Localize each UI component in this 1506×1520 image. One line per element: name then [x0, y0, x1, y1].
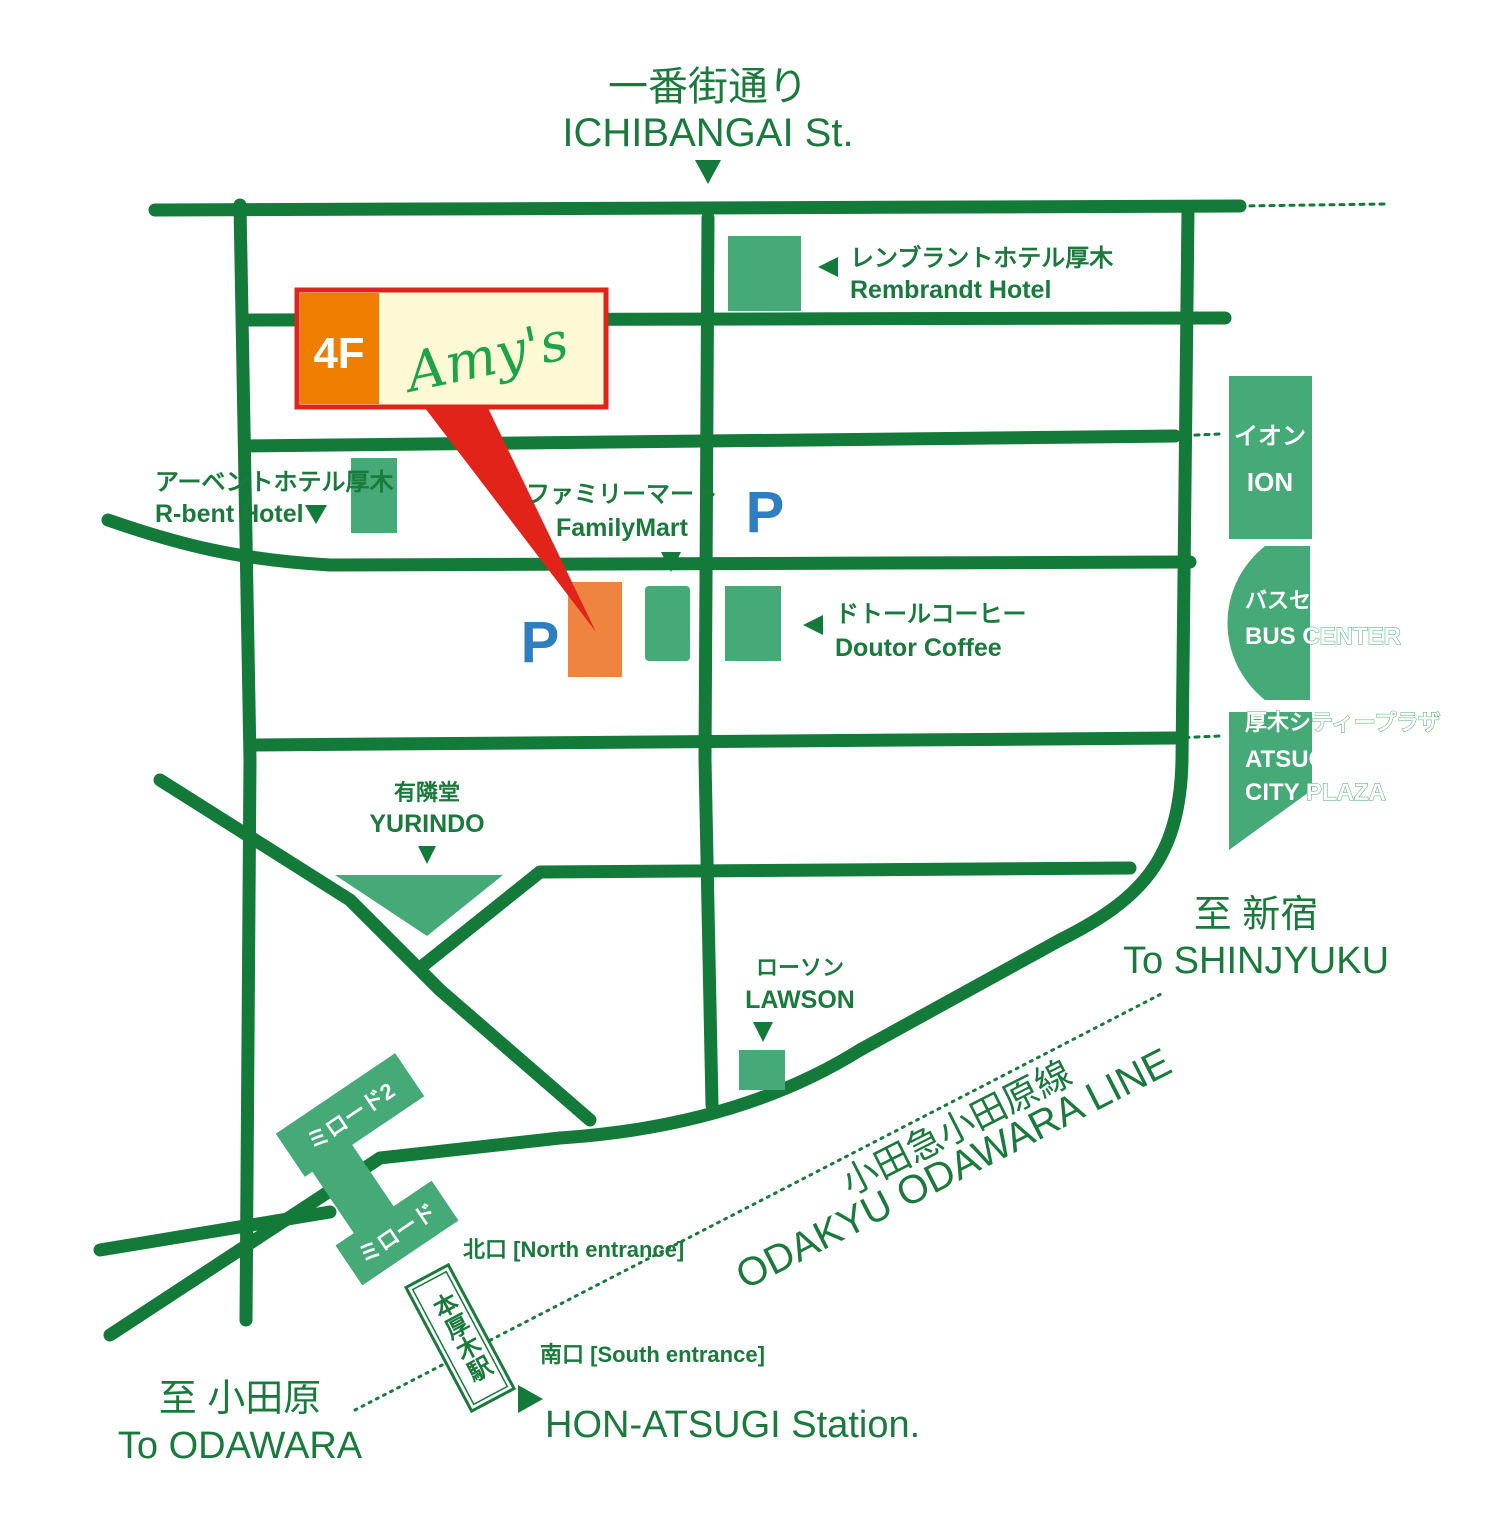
road-diagonal-right — [103, 933, 1067, 1342]
yurindo-label-en: YURINDO — [369, 810, 484, 838]
road-5-extension — [1173, 734, 1222, 740]
bus-center-label-ja: バスセンター — [1245, 588, 1377, 613]
hon-atsugi-pointer-icon — [518, 1385, 543, 1413]
yurindo-building — [335, 875, 503, 936]
yurindo-label-ja: 有隣堂 — [394, 780, 460, 805]
ion-label-en: ION — [1247, 467, 1293, 497]
doutor-label-ja: ドトールコーヒー — [835, 601, 1027, 628]
amys-floor-badge — [300, 293, 379, 404]
hon-atsugi-label: HON-ATSUGI Station. — [545, 1404, 920, 1446]
doutor-pointer-icon — [803, 615, 823, 635]
station-box: 本厚木駅 — [403, 1262, 517, 1414]
direction-shinjuku-en: To SHINJYUKU — [1123, 940, 1389, 982]
road-diagonal-left — [153, 773, 597, 1127]
roads — [93, 198, 1387, 1342]
street-pointer-icon — [695, 160, 721, 184]
direction-odawara-en: To ODAWARA — [118, 1425, 363, 1467]
rbent-pointer-icon — [305, 505, 327, 524]
rbent-label-en: R-bent Hotel — [155, 500, 304, 528]
familymart-pointer-icon — [661, 552, 681, 572]
familymart-building — [645, 586, 690, 661]
road-top-extension — [1238, 202, 1387, 208]
lawson-pointer-icon — [753, 1022, 773, 1042]
road-miroad-cross — [93, 1205, 337, 1257]
street-name-ja: 一番街通り — [608, 65, 808, 109]
familymart-label-en: FamilyMart — [556, 514, 689, 542]
yurindo-pointer-icon — [418, 846, 436, 864]
lawson-label-en: LAWSON — [745, 986, 855, 1014]
road-center-vertical — [698, 211, 719, 1112]
road-4 — [101, 513, 1197, 572]
road-top — [148, 199, 1247, 217]
city-plaza-label-ja: 厚木シティープラザ — [1245, 710, 1440, 735]
rbent-label-ja: アーベントホテル厚木 — [155, 469, 395, 496]
lawson-label-ja: ローソン — [756, 955, 844, 980]
south-entrance-label: 南口 [South entrance] — [540, 1342, 765, 1367]
ion-building — [1229, 376, 1312, 539]
bus-center-building — [1227, 546, 1310, 700]
road-5 — [248, 731, 1182, 752]
road-left-vertical — [233, 198, 257, 1327]
city-plaza-building — [1229, 712, 1312, 850]
bus-center-label-en: BUS CENTER — [1245, 623, 1401, 650]
rbent-hotel-building — [351, 458, 397, 533]
direction-odawara-ja: 至 小田原 — [159, 1378, 322, 1420]
north-entrance-label: 北口 [North entrance] — [463, 1237, 684, 1262]
lawson-building — [739, 1050, 785, 1090]
parking-symbol-north: P — [746, 480, 785, 545]
buildings — [335, 236, 1312, 1090]
rembrandt-label-ja: レンブラントホテル厚木 — [850, 244, 1114, 272]
road-right-vertical — [1053, 203, 1195, 947]
rembrandt-pointer-icon — [818, 257, 838, 277]
city-plaza-label-en-2: CITY PLAZA — [1245, 779, 1386, 806]
road-lower-curve — [413, 861, 1137, 975]
amys-floor-label: 4F — [313, 329, 364, 378]
miroad-connector — [310, 1142, 400, 1242]
rembrandt-label-en: Rembrandt Hotel — [850, 276, 1051, 304]
rembrandt-hotel-building — [728, 236, 801, 311]
road-3-extension — [1173, 432, 1222, 438]
street-name-en: ICHIBANGAI St. — [562, 111, 853, 155]
familymart-label-ja: ファミリーマート — [526, 481, 718, 508]
direction-shinjuku-ja: 至 新宿 — [1194, 894, 1319, 936]
doutor-label-en: Doutor Coffee — [835, 634, 1002, 662]
ion-label-ja: イオン — [1234, 423, 1306, 450]
doutor-coffee-building — [725, 586, 781, 661]
amys-callout-pointer — [425, 408, 596, 632]
parking-symbol-west: P — [521, 610, 560, 675]
city-plaza-label-en-1: ATSUGI — [1245, 746, 1334, 773]
